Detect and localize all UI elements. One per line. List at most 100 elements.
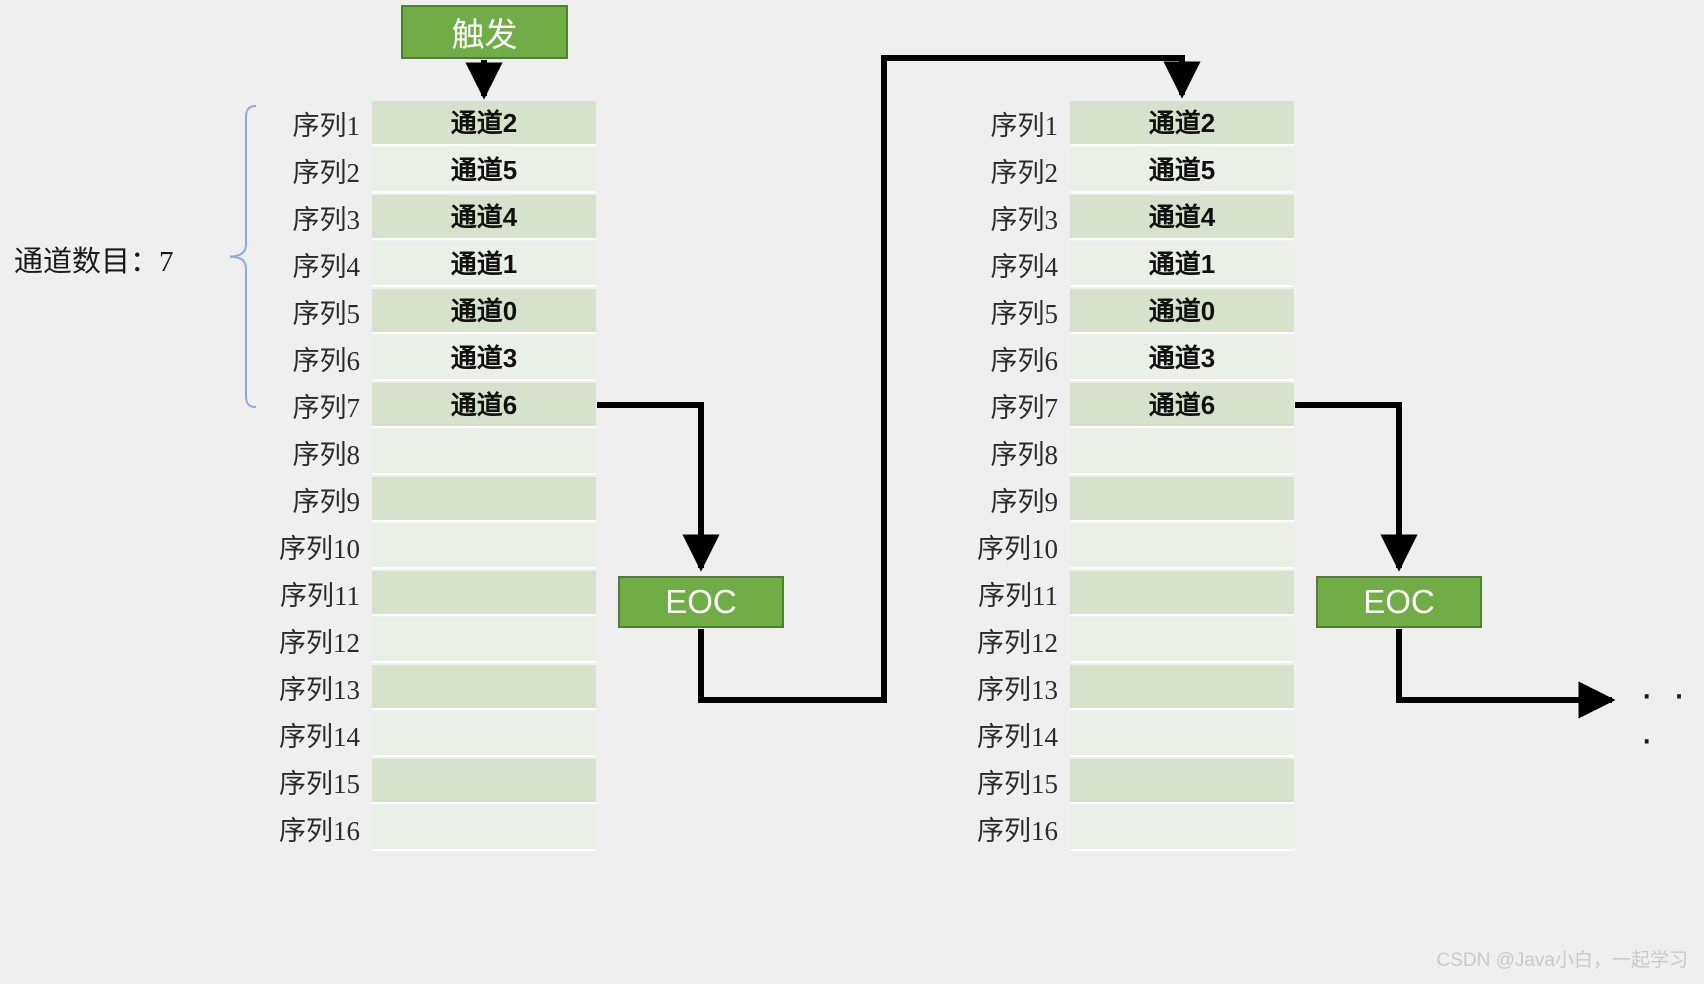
sequence-label: 序列9 (292, 487, 361, 517)
sequence-label: 序列2 (990, 158, 1059, 188)
channel-cell[interactable]: 通道0 (372, 289, 596, 334)
sequence-row: 序列6 通道3 (260, 335, 596, 382)
sequence-label: 序列13 (279, 675, 360, 705)
sequence-row: 序列8 (260, 429, 596, 476)
eoc-box-1[interactable]: EOC (618, 576, 784, 628)
channel-cell[interactable] (372, 712, 596, 757)
sequence-row: 序列10 (260, 523, 596, 570)
sequence-label: 序列6 (292, 346, 361, 376)
sequence-label: 序列8 (292, 440, 361, 470)
sequence-label: 序列11 (978, 581, 1058, 611)
sequence-row: 序列1 通道2 (260, 100, 596, 147)
channel-cell[interactable]: 通道1 (372, 242, 596, 287)
channel-cell[interactable]: 通道0 (1070, 289, 1294, 334)
channel-cell[interactable] (372, 524, 596, 569)
sequence-row: 序列12 (260, 617, 596, 664)
sequence-label: 序列16 (977, 816, 1058, 846)
sequence-row: 序列13 (260, 664, 596, 711)
channel-cell[interactable] (1070, 759, 1294, 804)
continuation-ellipsis: · · · (1640, 672, 1690, 761)
sequence-label: 序列15 (977, 769, 1058, 799)
channel-count-label: 通道数目：7 (14, 246, 174, 278)
sequence-row: 序列11 (958, 570, 1294, 617)
channel-cell[interactable] (372, 665, 596, 710)
sequence-label: 序列15 (279, 769, 360, 799)
sequence-row: 序列7 通道6 (260, 382, 596, 429)
trigger-box[interactable]: 触发 (401, 5, 568, 59)
sequence-label: 序列4 (990, 252, 1059, 282)
sequence-label: 序列7 (292, 393, 361, 423)
channel-cell[interactable]: 通道4 (1070, 195, 1294, 240)
channel-cell[interactable] (372, 430, 596, 475)
channel-cell[interactable]: 通道3 (372, 336, 596, 381)
channel-cell[interactable] (1070, 524, 1294, 569)
sequence-row: 序列3 通道4 (958, 194, 1294, 241)
sequence-label: 序列6 (990, 346, 1059, 376)
sequence-label: 序列8 (990, 440, 1059, 470)
sequence-row: 序列11 (260, 570, 596, 617)
sequence-label: 序列4 (292, 252, 361, 282)
sequence-row: 序列13 (958, 664, 1294, 711)
channel-cell[interactable]: 通道1 (1070, 242, 1294, 287)
sequence-label: 序列9 (990, 487, 1059, 517)
eoc-box-2[interactable]: EOC (1316, 576, 1482, 628)
sequence-label: 序列10 (977, 534, 1058, 564)
channel-cell[interactable] (372, 618, 596, 663)
arrow-table2-row7-to-eoc2 (1295, 402, 1418, 572)
sequence-row: 序列16 (958, 805, 1294, 852)
sequence-row: 序列7 通道6 (958, 382, 1294, 429)
sequence-label: 序列16 (279, 816, 360, 846)
sequence-row: 序列2 通道5 (958, 147, 1294, 194)
channel-cell[interactable] (372, 806, 596, 851)
channel-cell[interactable]: 通道6 (372, 383, 596, 428)
channel-cell[interactable]: 通道2 (1070, 101, 1294, 146)
channel-cell[interactable]: 通道4 (372, 195, 596, 240)
channel-cell[interactable] (372, 477, 596, 522)
channel-cell[interactable]: 通道5 (372, 148, 596, 193)
sequence-row: 序列10 (958, 523, 1294, 570)
channel-cell[interactable] (1070, 477, 1294, 522)
sequence-row: 序列9 (260, 476, 596, 523)
channel-cell[interactable] (1070, 665, 1294, 710)
sequence-label: 序列3 (990, 205, 1059, 235)
sequence-label: 序列13 (977, 675, 1058, 705)
sequence-row: 序列14 (958, 711, 1294, 758)
sequence-label: 序列14 (279, 722, 360, 752)
sequence-label: 序列2 (292, 158, 361, 188)
sequence-row: 序列5 通道0 (958, 288, 1294, 335)
sequence-row: 序列4 通道1 (958, 241, 1294, 288)
channel-cell[interactable] (372, 571, 596, 616)
channel-cell[interactable] (1070, 712, 1294, 757)
channel-cell[interactable]: 通道2 (372, 101, 596, 146)
sequence-label: 序列12 (279, 628, 360, 658)
sequence-row: 序列6 通道3 (958, 335, 1294, 382)
channel-cell[interactable] (372, 759, 596, 804)
sequence-row: 序列12 (958, 617, 1294, 664)
channel-cell[interactable]: 通道6 (1070, 383, 1294, 428)
sequence-label: 序列5 (292, 299, 361, 329)
conversion-cycle-2: 序列1 通道2 序列2 通道5 序列3 通道4 序列4 通道1 序列5 通道0 序列6 通道3 序列7 通… (958, 100, 1294, 852)
sequence-row: 序列8 (958, 429, 1294, 476)
sequence-label: 序列5 (990, 299, 1059, 329)
sequence-row: 序列5 通道0 (260, 288, 596, 335)
sequence-label: 序列12 (977, 628, 1058, 658)
sequence-label: 序列10 (279, 534, 360, 564)
channel-cell[interactable] (1070, 571, 1294, 616)
channel-cell[interactable] (1070, 806, 1294, 851)
channel-cell[interactable]: 通道3 (1070, 336, 1294, 381)
channel-cell[interactable] (1070, 618, 1294, 663)
sequence-row: 序列15 (260, 758, 596, 805)
sequence-row: 序列16 (260, 805, 596, 852)
channel-cell[interactable] (1070, 430, 1294, 475)
sequence-row: 序列2 通道5 (260, 147, 596, 194)
sequence-label: 序列1 (292, 111, 361, 141)
sequence-label: 序列7 (990, 393, 1059, 423)
channel-cell[interactable]: 通道5 (1070, 148, 1294, 193)
sequence-label: 序列14 (977, 722, 1058, 752)
channel-count-brace (229, 105, 257, 408)
sequence-label: 序列1 (990, 111, 1059, 141)
sequence-label: 序列11 (280, 581, 360, 611)
